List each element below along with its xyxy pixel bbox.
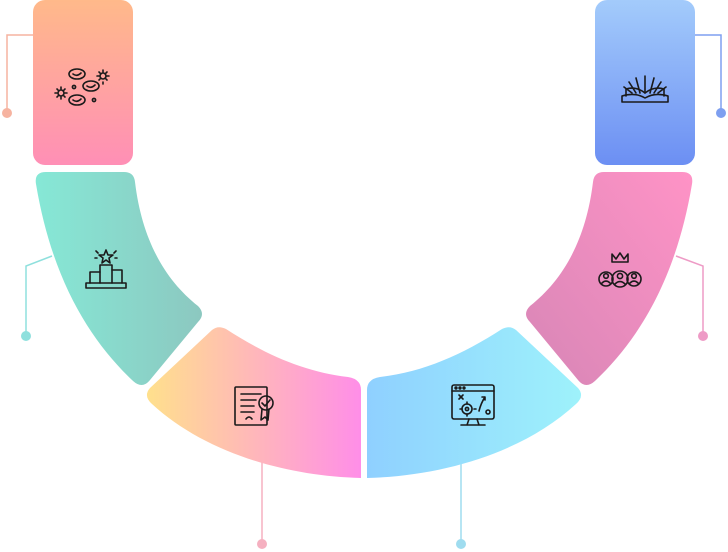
connector-bacteria xyxy=(2,34,33,118)
segment-bacteria xyxy=(33,0,133,165)
monitor-gear-icon xyxy=(451,384,495,426)
connector-leader-team xyxy=(675,255,708,341)
segment-web-settings xyxy=(367,327,582,478)
open-book-icon xyxy=(621,75,669,103)
segment-certificate xyxy=(146,327,361,478)
certificate-icon xyxy=(234,386,274,426)
connector-open-book xyxy=(695,34,726,118)
segment-podium xyxy=(35,172,202,385)
bacteria-icon xyxy=(54,68,110,106)
connector-certificate xyxy=(257,462,267,549)
connector-web-settings xyxy=(456,462,466,549)
segment-leader-team xyxy=(526,172,693,385)
connector-podium xyxy=(21,255,53,341)
crown-team-icon xyxy=(598,252,642,288)
podium-star-icon xyxy=(85,249,127,289)
